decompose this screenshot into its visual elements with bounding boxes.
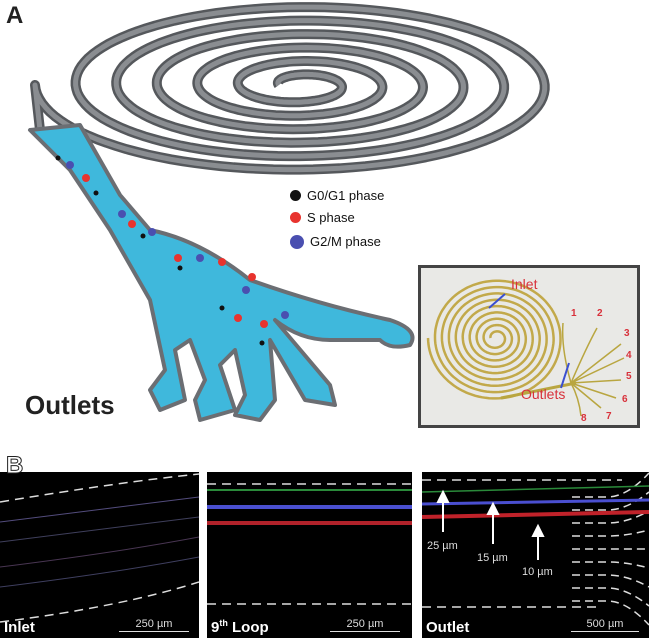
- flow-streamline: [572, 574, 649, 588]
- flow-streamline: [572, 561, 649, 569]
- outlet-number: 8: [581, 413, 587, 424]
- ninth-loop-micrograph: 9th Loop 250 µm: [207, 472, 412, 638]
- flow-streamline: [572, 587, 649, 607]
- outlet-number: 7: [606, 411, 612, 422]
- photo-outlets-label: Outlets: [521, 386, 566, 402]
- cell-dot: [218, 258, 226, 266]
- cell-dot: [82, 174, 90, 182]
- arrow-label-25: 25 µm: [427, 540, 458, 552]
- arrow-label-15: 15 µm: [477, 552, 508, 564]
- spiral-device-diagram: [28, 2, 550, 422]
- cell-dot: [128, 220, 136, 228]
- cell-dot: [148, 228, 156, 236]
- black-dot-icon: [290, 190, 301, 201]
- inlet-label: Inlet: [511, 276, 538, 292]
- cell-dot: [260, 320, 268, 328]
- outlet-micrograph: 25 µm 15 µm 10 µm Outlet 500 µm: [422, 472, 649, 638]
- inlet-label: Inlet: [4, 619, 35, 636]
- cell-dot: [55, 155, 61, 161]
- cell-dot: [234, 314, 242, 322]
- scale-bar: 250 µm: [119, 618, 189, 632]
- scale-bar: 500 µm: [571, 618, 639, 632]
- legend-g0g1: G0/G1 phase: [290, 188, 384, 203]
- panel-b-letter: B: [5, 452, 24, 480]
- cell-dot: [93, 190, 99, 196]
- ninth-loop-label: 9th Loop: [211, 618, 269, 636]
- outlet-number: 4: [626, 350, 632, 361]
- cell-dot: [259, 340, 265, 346]
- cell-dot: [118, 210, 126, 218]
- cell-dot: [219, 305, 225, 311]
- red-dot-icon: [290, 212, 301, 223]
- cell-dot: [242, 286, 250, 294]
- cell-dot: [140, 233, 146, 239]
- spiral-channel: [30, 2, 550, 175]
- outlet-channels: [28, 123, 415, 422]
- cell-dot: [196, 254, 204, 262]
- outlet-number: 5: [626, 371, 632, 382]
- cells: [55, 155, 289, 346]
- arrow-label-10: 10 µm: [522, 566, 553, 578]
- panel-a-letter: A: [6, 2, 24, 29]
- outlet-number: 1: [571, 308, 577, 319]
- flow-streamline: [572, 600, 649, 626]
- cell-dot: [281, 311, 289, 319]
- cell-dot: [174, 254, 182, 262]
- flow-streamline: [572, 510, 649, 524]
- scale-bar: 250 µm: [330, 618, 400, 632]
- cell-dot: [177, 265, 183, 271]
- inlet-micrograph: Inlet 250 µm: [0, 472, 199, 638]
- cell-dot: [248, 273, 256, 281]
- outlet-number: 3: [624, 328, 630, 339]
- arrow-icons: [436, 489, 545, 560]
- flow-streamline: [572, 529, 649, 537]
- outlet-number: 6: [622, 394, 628, 405]
- device-photo: Inlet Outlets 1 2 3 4 5 6 7 8: [418, 265, 640, 428]
- cell-dot: [66, 161, 74, 169]
- outlet-number: 2: [597, 308, 603, 319]
- outlet-label: Outlet: [426, 619, 470, 636]
- blue-dot-icon: [290, 234, 304, 249]
- flow-streamline: [572, 472, 649, 498]
- legend-s: S phase: [290, 210, 355, 225]
- flow-streamline: [572, 491, 649, 511]
- legend-g2m: G2/M phase: [290, 234, 381, 249]
- outlets-label: Outlets: [25, 390, 115, 420]
